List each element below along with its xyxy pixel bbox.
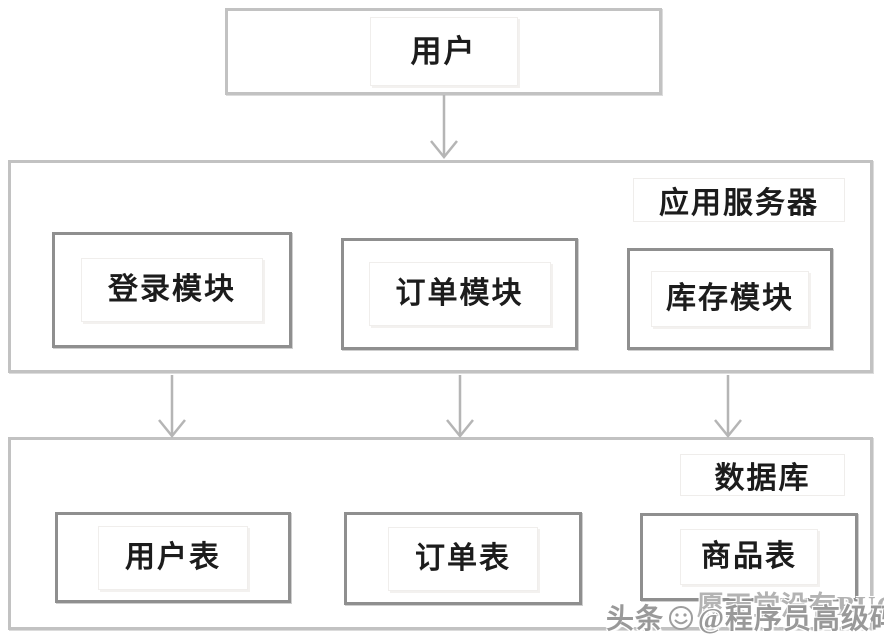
smiley-face-icon [666,602,696,632]
user-table-label: 用户表 [98,525,248,590]
arrowhead-login-to-usertable [158,419,186,438]
inventory-module-box: 库存模块 [627,248,833,350]
login-module-label: 登录模块 [81,258,263,322]
user-table-box: 用户表 [55,512,291,603]
inventory-module-label: 库存模块 [651,271,809,327]
watermark-line1: 愿天堂没有BUG [697,591,884,621]
user-box-label: 用户 [369,17,518,86]
login-module-box: 登录模块 [52,232,292,348]
product-table-label: 商品表 [680,529,818,585]
order-table-label: 订单表 [388,526,538,591]
arrowhead-user-to-appserver [430,140,458,159]
user-box: 用户 [225,8,662,95]
order-table-box: 订单表 [344,512,582,605]
product-table-box: 商品表 [640,513,858,601]
watermark-line2: 头条 @程序员高级码农II [606,597,884,637]
arrowhead-order-to-ordertable [446,419,474,438]
database-label: 数据库 [680,454,845,496]
order-module-label: 订单模块 [368,262,551,326]
arrowhead-inventory-to-producttable [714,419,742,438]
watermark-prefix: 头条 [606,604,665,635]
app-server-label: 应用服务器 [633,178,845,222]
watermark-suffix: @程序员高级码农II [698,604,884,635]
order-module-box: 订单模块 [341,238,578,350]
